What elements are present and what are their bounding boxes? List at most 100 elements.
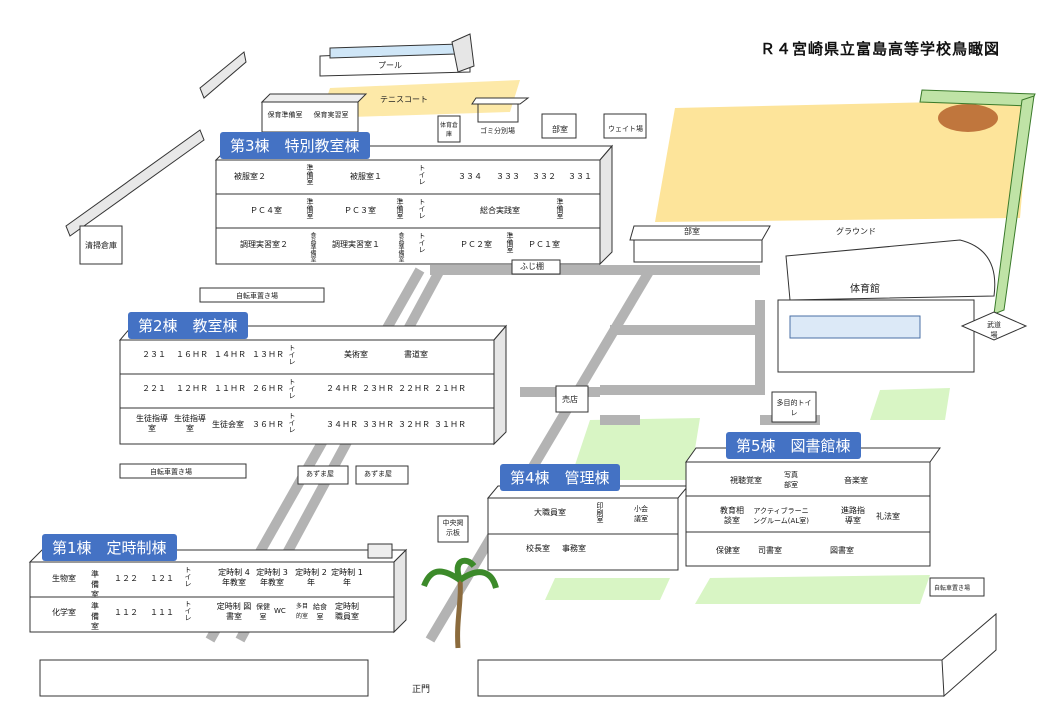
b2-room: ２１ＨＲ — [434, 384, 466, 393]
b3-room: ３３２ — [532, 172, 556, 181]
pool-tower — [451, 33, 475, 73]
b1-room: 定時制 職員室 — [335, 602, 359, 621]
palm-tree — [421, 557, 499, 649]
weight-label: ウェイト場 — [608, 125, 643, 133]
gym-windows — [789, 315, 921, 339]
gomi-shed — [477, 103, 519, 123]
b3-room: トイレ — [418, 232, 426, 253]
grass-area-2 — [870, 388, 950, 420]
b3-room: ３３３ — [496, 172, 520, 181]
b5-room: 進路指導室 — [841, 506, 865, 525]
b2-room: 書道室 — [404, 350, 428, 359]
b3-room: 調理実習室２ — [240, 240, 288, 249]
b2-room: ３４ＨＲ — [326, 420, 358, 429]
baiten — [555, 385, 589, 413]
building-label-3[interactable]: 第3棟 特別教室棟 — [220, 132, 370, 159]
ground-label: グラウンド — [836, 227, 876, 236]
b2-room: トイレ — [288, 344, 296, 365]
b1-room: １２２ — [114, 574, 138, 583]
gym-roof — [785, 239, 996, 301]
b3-room: ＰＣ１室 — [528, 240, 560, 249]
hoiku-junbi-label: 保育準備室 — [267, 111, 303, 119]
b3-room: 食品準備室 — [309, 232, 316, 262]
bike-parking-2 — [119, 463, 247, 479]
fuji-label: ふじ棚 — [520, 262, 544, 271]
b3-room: 総合実践室 — [480, 206, 520, 215]
gym-label: 体育館 — [850, 284, 880, 295]
b2-room: 美術室 — [344, 350, 368, 359]
building-label-2[interactable]: 第2棟 教室棟 — [128, 312, 248, 339]
b5-room: 礼法室 — [876, 512, 900, 521]
tamokuteki-toilet — [771, 391, 817, 423]
hoiku-jisshu-label: 保育実習室 — [313, 111, 349, 119]
bushitsu-mid-label: 部室 — [684, 227, 700, 236]
playground-field — [655, 100, 1030, 222]
b2-room: １４ＨＲ — [214, 350, 246, 359]
b2-room: ２４ＨＲ — [326, 384, 358, 393]
b2-room: ３２ＨＲ — [398, 420, 430, 429]
b1-room: 化学室 — [52, 608, 76, 617]
b1-room: 定時制 4年教室 — [218, 568, 250, 587]
left-wall-2 — [65, 129, 205, 237]
b2-room: ２３ＨＲ — [362, 384, 394, 393]
b2-room: ２３１ — [142, 350, 166, 359]
b5-room: 図書室 — [830, 546, 854, 555]
hoiku-building — [261, 101, 359, 133]
b1-room: 定時制 2年 — [295, 568, 327, 587]
b4-room: 印刷室 — [596, 502, 604, 523]
tennis-court-area — [320, 80, 520, 118]
seimon-label: 正門 — [412, 685, 431, 695]
b2-room: １３ＨＲ — [252, 350, 284, 359]
azumaya1-label: あずま屋 — [306, 470, 334, 478]
b3-room: 準備室 — [556, 198, 564, 219]
b2-room: １６ＨＲ — [176, 350, 208, 359]
azumaya-1 — [297, 465, 349, 485]
seisou-shed — [79, 225, 123, 265]
b2-room: 生徒指導室 — [136, 414, 168, 433]
b5-room: 写真部室 — [784, 471, 798, 489]
b2-room: トイレ — [288, 412, 296, 433]
b2-side — [493, 324, 507, 446]
bushitsu-top-shed — [541, 113, 577, 139]
b5-room: 教育相談室 — [720, 506, 744, 525]
b1-room: 準備室 — [91, 570, 99, 599]
b1-room: 生物室 — [52, 574, 76, 583]
grass-area-4 — [695, 575, 930, 604]
b3-body — [215, 159, 601, 265]
b1-room: 定時制 図書室 — [216, 602, 252, 621]
bike1-label: 自転車置き場 — [236, 292, 278, 300]
chuo-board — [437, 515, 469, 543]
b2-room: ２２１ — [142, 384, 166, 393]
b3-room: ３３１ — [568, 172, 592, 181]
bike-parking-1 — [199, 287, 325, 303]
b1-room: 保健室 — [256, 603, 270, 621]
b3-room: ３３４ — [458, 172, 482, 181]
b2-room: ３３ＨＲ — [362, 420, 394, 429]
building-label-5[interactable]: 第5棟 図書館棟 — [726, 432, 861, 459]
weight-shed — [603, 113, 647, 139]
top-shelter — [471, 97, 530, 105]
b1-room: 定時制 3年教室 — [256, 568, 288, 587]
b2-room: トイレ — [288, 378, 296, 399]
b5-room: 保健室 — [716, 546, 740, 555]
chuo-label: 中央掲示板 — [442, 519, 464, 537]
b3-room: 食品準備室 — [397, 232, 404, 262]
b5-room: 視聴覚室 — [730, 476, 762, 485]
b1-room: 多目的室 — [295, 603, 308, 620]
b2-room: １１ＨＲ — [214, 384, 246, 393]
azumaya-2 — [355, 465, 409, 485]
b4-room: 校長室 — [526, 544, 550, 553]
building-label-4[interactable]: 第4棟 管理棟 — [500, 464, 620, 491]
b2-room: ３１ＨＲ — [434, 420, 466, 429]
b3-room: 準備室 — [306, 198, 314, 219]
b3-room: トイレ — [418, 164, 426, 185]
b2-room: ３６ＨＲ — [252, 420, 284, 429]
building-label-1[interactable]: 第1棟 定時制棟 — [42, 534, 177, 561]
field-corner — [938, 104, 998, 132]
sports-eq-label: 体育倉庫 — [440, 122, 459, 138]
budojo — [960, 311, 1028, 341]
bushitsu-mid — [629, 225, 771, 241]
map-title: Ｒ４宮崎県立富島高等学校鳥瞰図 — [760, 40, 1001, 58]
b1-side — [393, 548, 407, 634]
